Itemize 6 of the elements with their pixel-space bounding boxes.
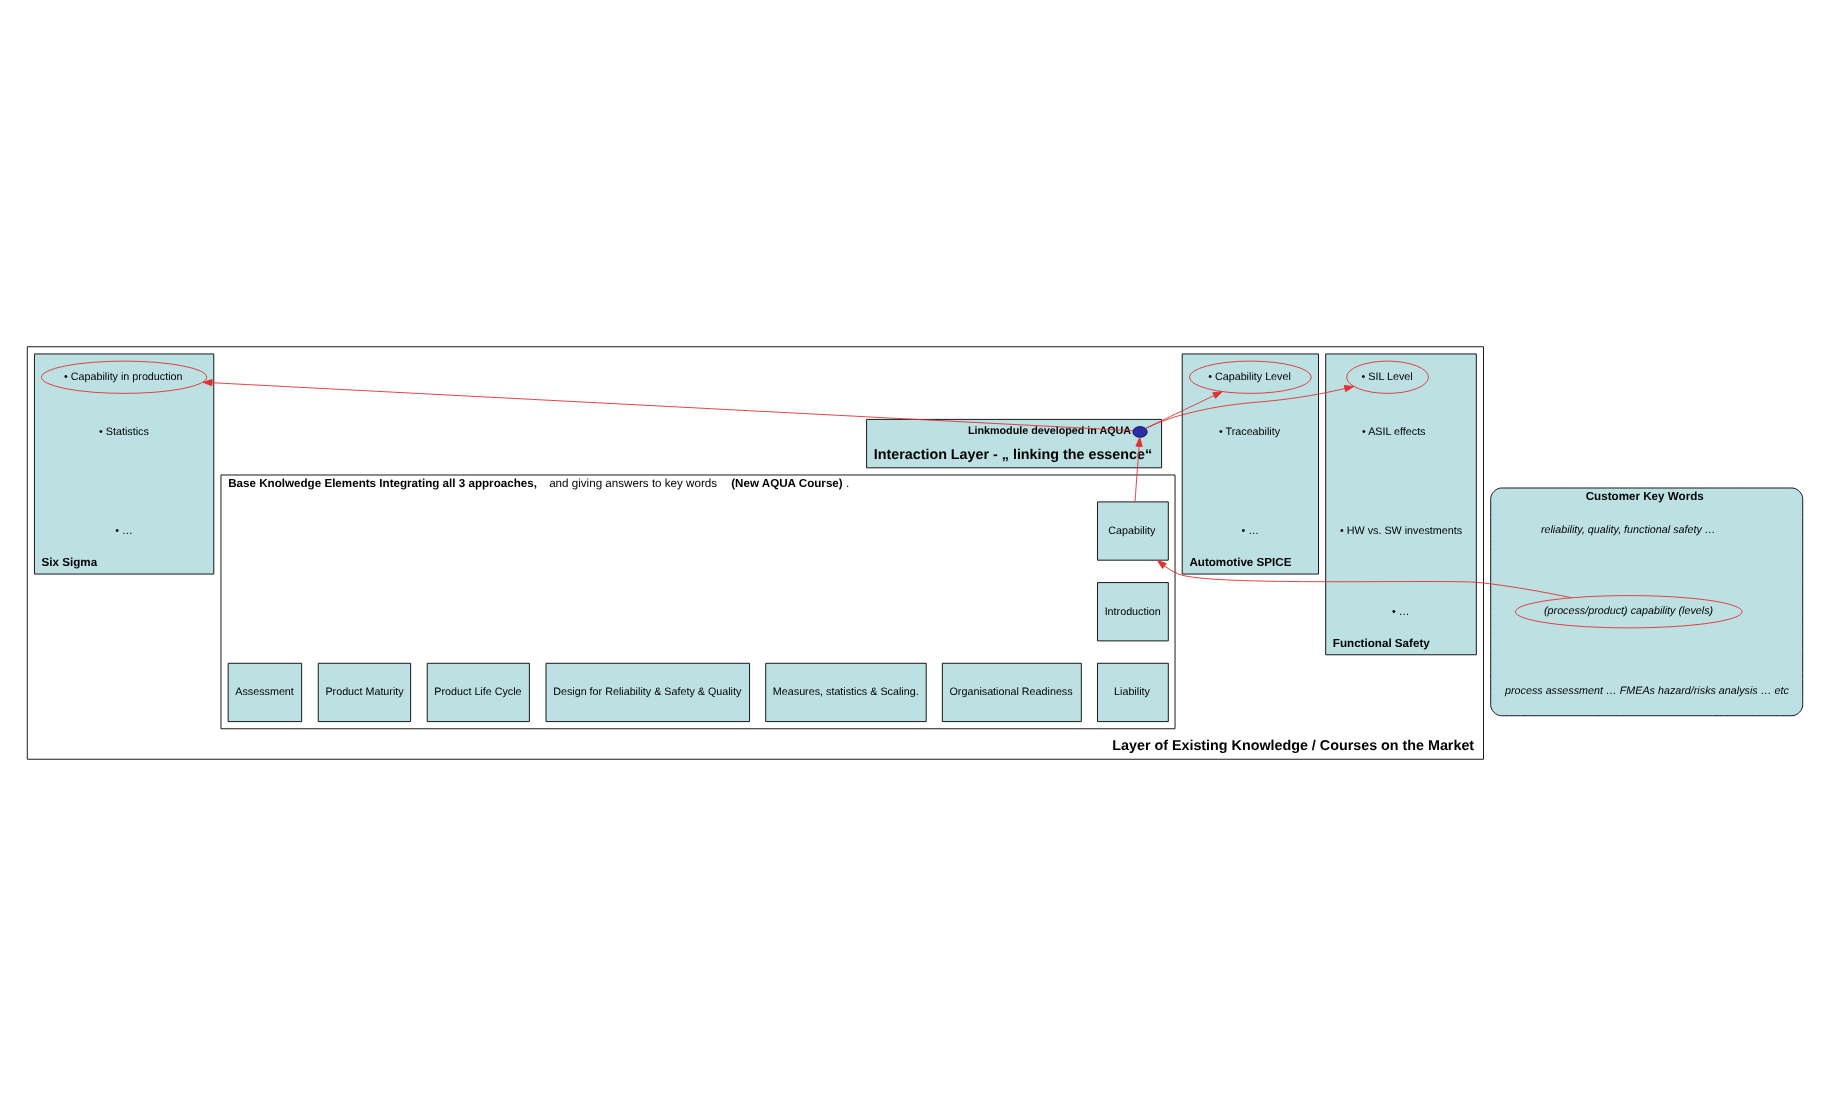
arrow <box>1156 559 1572 599</box>
arrow <box>1134 436 1143 503</box>
arrow <box>202 379 1134 432</box>
node-circle <box>1132 426 1148 438</box>
arrow <box>1145 391 1223 429</box>
arrow <box>1145 385 1355 429</box>
